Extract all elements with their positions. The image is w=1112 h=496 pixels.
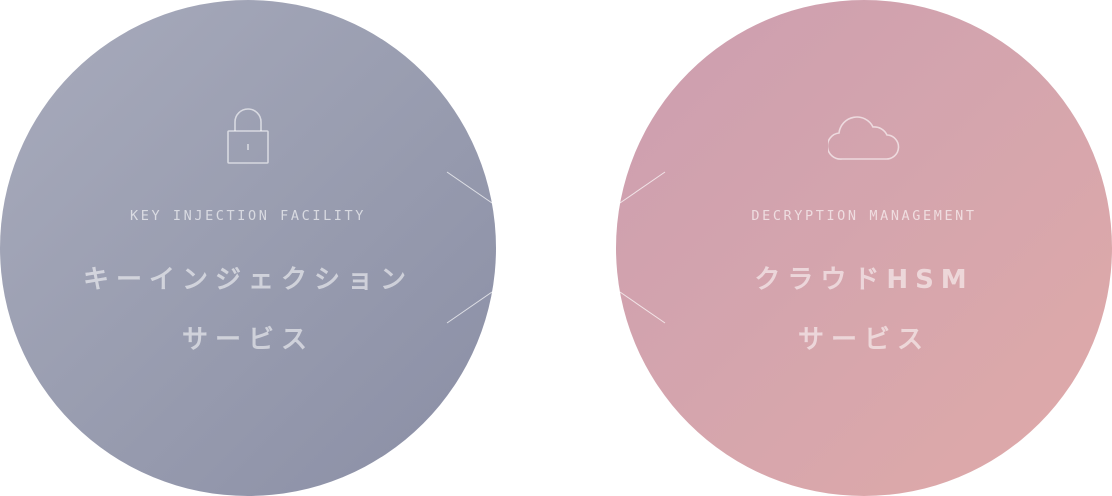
- cloud-hsm-service-card[interactable]: DECRYPTION MANAGEMENT クラウドHSM サービス: [616, 0, 1112, 496]
- service-title-line1: キーインジェクション: [82, 265, 413, 295]
- service-title-line2: サービス: [181, 325, 314, 355]
- key-injection-service-card[interactable]: KEY INJECTION FACILITY キーインジェクション サービス: [0, 0, 496, 496]
- service-eyebrow: KEY INJECTION FACILITY: [129, 208, 366, 224]
- service-title: クラウドHSM サービス: [616, 250, 1112, 370]
- service-title-line1: クラウドHSM: [754, 265, 974, 295]
- cloud-icon: [828, 112, 900, 162]
- lock-icon: [226, 105, 270, 165]
- service-title-line2: サービス: [797, 325, 930, 355]
- service-title: キーインジェクション サービス: [0, 250, 496, 370]
- service-eyebrow: DECRYPTION MANAGEMENT: [751, 208, 977, 224]
